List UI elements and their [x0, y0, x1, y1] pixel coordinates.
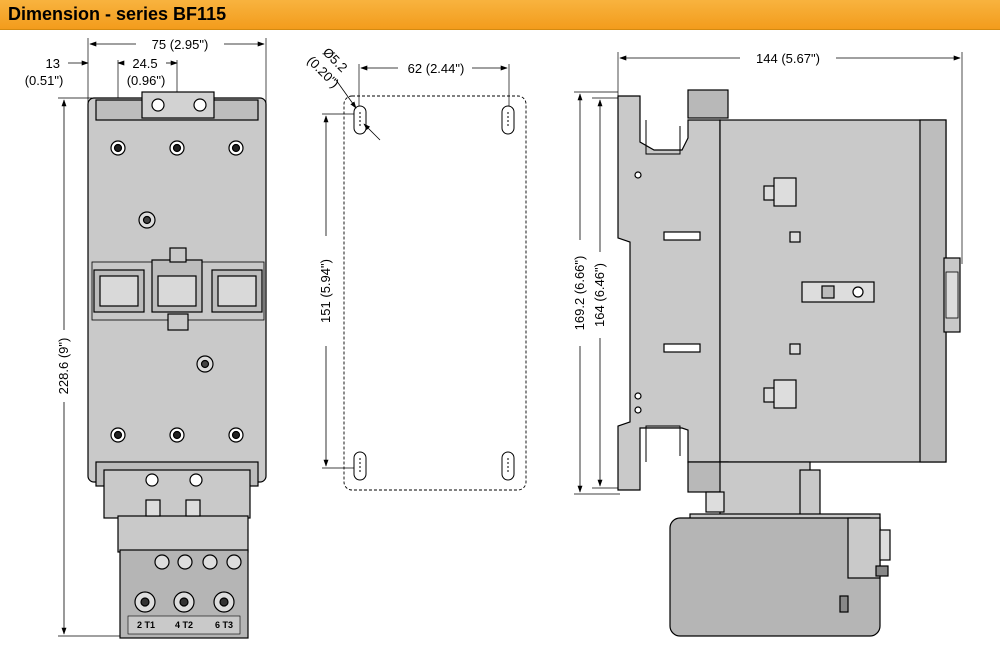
mounting-slot-holes — [353, 105, 515, 481]
side-view — [574, 52, 963, 637]
front-lower-terminal-block — [103, 469, 251, 519]
front-height-dimension: 228.6 (9") — [56, 338, 71, 395]
side-dimension-lines — [577, 55, 961, 493]
screw-icon — [193, 98, 207, 112]
dimension-drawing: 2 T1 4 T2 6 T3 75 (2.95") 13 (0.51") 24.… — [25, 37, 963, 639]
front-bottom-holes — [110, 427, 244, 443]
side-height-overall: 169.2 (6.66") — [572, 256, 587, 331]
mounting-extension-lines — [322, 64, 510, 469]
terminal-label: 4 T2 — [175, 620, 193, 630]
mounting-view — [322, 64, 527, 491]
front-offset-b-in: (0.96") — [127, 73, 166, 88]
front-top-holes — [110, 140, 244, 156]
side-overload-relay — [669, 513, 891, 637]
front-offset-b-mm: 24.5 — [132, 56, 157, 71]
side-bracket-profile — [617, 95, 721, 491]
terminal-label: 6 T3 — [215, 620, 233, 630]
terminal-label: 2 T1 — [137, 620, 155, 630]
front-view — [58, 38, 267, 639]
mounting-outline — [343, 95, 527, 491]
front-overload-relay — [117, 499, 249, 639]
side-depth-dimension: 144 (5.67") — [756, 51, 820, 66]
page-title: Dimension - series BF115 — [8, 4, 227, 24]
hole-spacing-horizontal: 62 (2.44") — [408, 61, 465, 76]
mounting-dimension-lines — [323, 65, 508, 467]
front-dimension-lines — [61, 41, 265, 635]
hole-spacing-vertical: 151 (5.94") — [318, 259, 333, 323]
front-offset-a-in: (0.51") — [25, 73, 64, 88]
side-height-body: 164 (6.46") — [592, 263, 607, 327]
front-rail-clips — [91, 247, 265, 331]
screw-icon — [151, 98, 165, 112]
terminal-labels: 2 T1 4 T2 6 T3 — [137, 620, 233, 630]
front-width-dimension: 75 (2.95") — [152, 37, 209, 52]
front-offset-a-mm: 13 — [46, 56, 60, 71]
header-bar: Dimension - series BF115 — [0, 0, 1000, 30]
